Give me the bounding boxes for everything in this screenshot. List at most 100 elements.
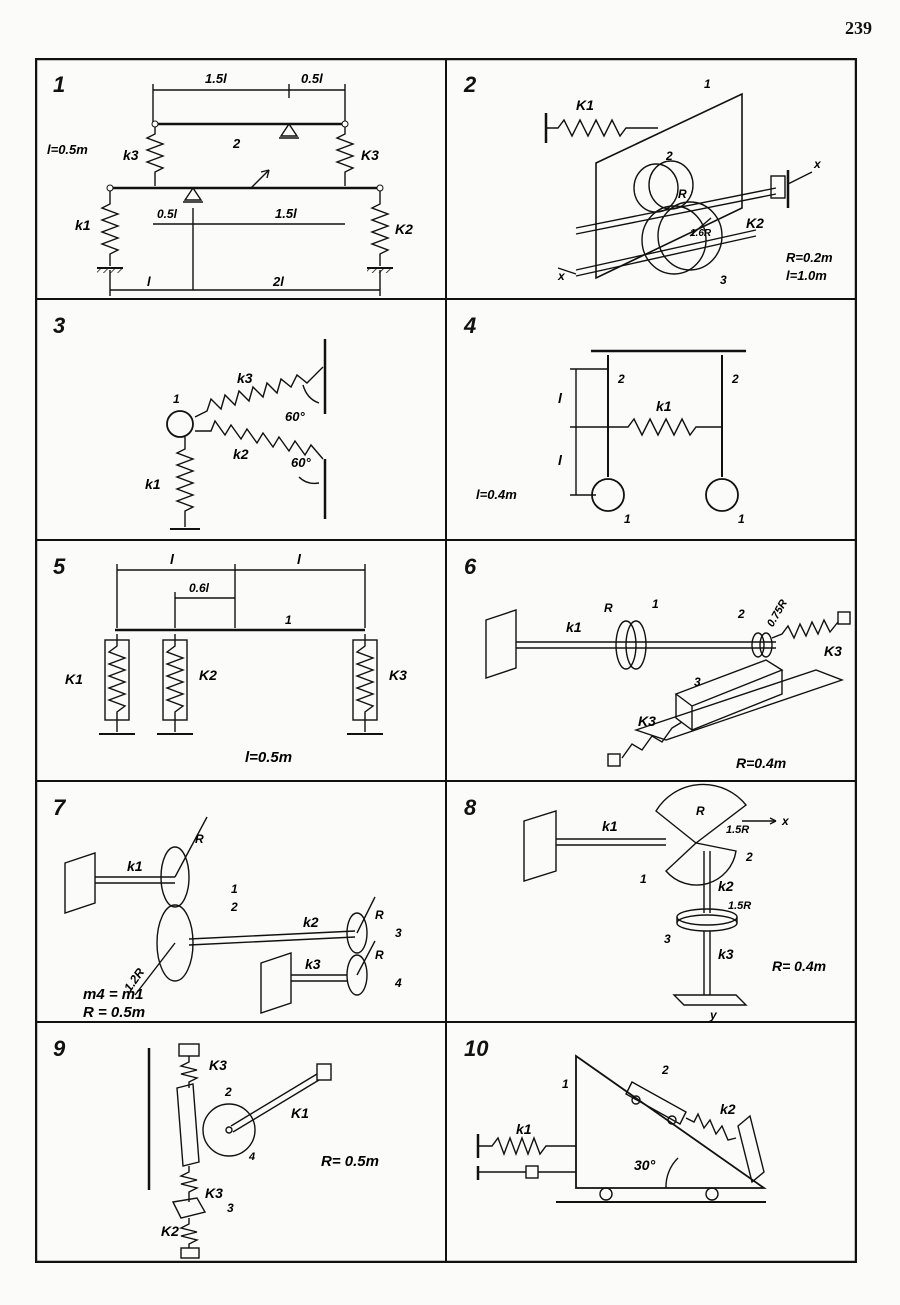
label-prism: 1 [562, 1077, 569, 1091]
dim-mid-left: 0.5l [157, 207, 178, 221]
panel-7: 7 k1 R 1 2 [35, 781, 446, 1022]
panel-4: 4 l l 2 2 k1 l=0.4m 1 1 [446, 299, 857, 540]
diagram-10: 2 1 k2 k1 30° [476, 1054, 767, 1203]
label-k2: K2 [395, 221, 413, 237]
label-k1: K1 [576, 97, 594, 113]
dim-left: l [170, 551, 175, 567]
label-k3-right: K3 [824, 643, 842, 659]
panel-number: 5 [53, 554, 66, 579]
label-k3-top: K3 [209, 1057, 227, 1073]
given-r: R= 0.5m [321, 1153, 379, 1170]
label-k2: k2 [233, 446, 249, 462]
label-gear3: 3 [395, 926, 402, 940]
label-k3: k3 [237, 370, 253, 386]
panel-number: 2 [464, 72, 477, 97]
panel-9: 9 K3 2 K1 4 K3 3 K2 [35, 1022, 446, 1263]
label-sector1: 1 [640, 872, 647, 886]
given-r: R = 0.5m [83, 1004, 145, 1021]
label-gear1: 1 [231, 882, 238, 896]
page-number: 239 [845, 18, 872, 38]
label-axis-x-bottom: x [557, 269, 566, 283]
label-body-1: 1 [173, 392, 180, 406]
mass-relation: m4 = m1 [83, 986, 143, 1003]
panel-2: 2 [446, 58, 857, 299]
panel-6: 6 k1 R 1 2 [446, 540, 857, 781]
label-gear4: 4 [394, 976, 402, 990]
label-k2: k2 [718, 878, 734, 894]
label-ball-right: 1 [738, 512, 745, 526]
label-disk3: 3 [664, 932, 671, 946]
given-r: R= 0.4m [772, 958, 826, 974]
panel-5: 5 l l 0.6l 1 [35, 540, 446, 781]
panel-number: 7 [53, 795, 66, 820]
diagram-8: k1 R 1.5R x 1 2 k2 1.5R 3 k3 y R= 0.4m [523, 783, 826, 1022]
label-block: 3 [694, 675, 701, 689]
label-rod-left: 2 [617, 372, 625, 386]
label-disk2: 2 [737, 607, 745, 621]
panel-number: 6 [464, 554, 477, 579]
label-slider: 2 [224, 1085, 232, 1099]
dim-bottom-right: 2l [272, 274, 284, 289]
label-disk: 4 [248, 1151, 255, 1163]
label-beam: 1 [285, 613, 292, 627]
label-r-big: 1.5R [726, 824, 749, 836]
dim-lower: l [558, 452, 563, 468]
given-l: l=0.5m [245, 749, 292, 766]
label-axis-x: x [781, 814, 790, 828]
label-disk1: 1 [652, 597, 659, 611]
diagram-5: l l 0.6l 1 K1 K2 K3 l=0.5m [65, 551, 407, 766]
given-r: R=0.2m [786, 250, 833, 265]
label-k1: k1 [127, 858, 143, 874]
dim-right: l [297, 551, 302, 567]
label-k2: K2 [746, 215, 764, 231]
label-r3: R [375, 908, 384, 922]
label-beam-2: 2 [232, 136, 241, 151]
label-axis-y: y [709, 1008, 718, 1022]
label-k1: K1 [291, 1105, 309, 1121]
label-disk2: 2 [665, 149, 673, 163]
label-gear2: 2 [230, 900, 238, 914]
label-k2: k2 [303, 914, 319, 930]
label-k1: k1 [566, 619, 582, 635]
label-k3-right: K3 [361, 147, 379, 163]
label-sector2: 2 [745, 850, 753, 864]
diagram-9: K3 2 K1 4 K3 3 K2 R= 0.5m [147, 1043, 379, 1259]
panel-number: 1 [53, 72, 66, 97]
label-rod-right: 2 [731, 372, 739, 386]
label-k3: k3 [305, 956, 321, 972]
dim-06l: 0.6l [189, 581, 210, 595]
given-l: l=1.0m [786, 268, 827, 283]
dim-top-right: 0.5l [301, 71, 323, 86]
diagram-7: k1 R 1 2 k2 R 3 R 4 1.2R k3 m4 = m1 R = … [64, 816, 402, 1021]
label-radius-small: 0.75R [765, 598, 790, 629]
diagram-4: l l 2 2 k1 l=0.4m 1 1 [476, 349, 746, 526]
grid-lines [35, 58, 857, 1263]
label-disk3: 3 [720, 273, 727, 287]
label-k1: k1 [145, 476, 161, 492]
diagram-2: K1 1 2 R K2 x x 1.6R 3 R=0.2m l=1.0m [544, 77, 833, 287]
label-radius: R [604, 601, 613, 615]
panel-number: 9 [53, 1036, 66, 1061]
label-block: 2 [661, 1063, 669, 1077]
label-k1: k1 [602, 818, 618, 834]
panel-number: 10 [464, 1036, 489, 1061]
given-r: R=0.4m [736, 755, 786, 771]
label-k1: k1 [75, 217, 91, 233]
panel-8: 8 k1 R 1.5R x [446, 781, 857, 1022]
given-l: l=0.4m [476, 487, 517, 502]
problem-grid: 1 [35, 58, 857, 1263]
label-angle-top: 60° [285, 409, 305, 424]
label-r4: R [375, 948, 384, 962]
label-radius: R [696, 804, 705, 818]
label-r-disk: 1.5R [728, 900, 751, 912]
label-plate: 1 [704, 77, 711, 91]
label-k2: K2 [161, 1223, 179, 1239]
label-r-big: 1.6R [690, 228, 712, 239]
panel-10: 10 2 1 k2 k1 [446, 1022, 857, 1263]
label-r1: R [195, 832, 204, 846]
label-k3-left: K3 [638, 713, 656, 729]
label-angle: 30° [634, 1157, 656, 1173]
label-k3-bottom: K3 [205, 1185, 223, 1201]
label-angle-bottom: 60° [291, 455, 311, 470]
label-radius: R [678, 187, 687, 201]
